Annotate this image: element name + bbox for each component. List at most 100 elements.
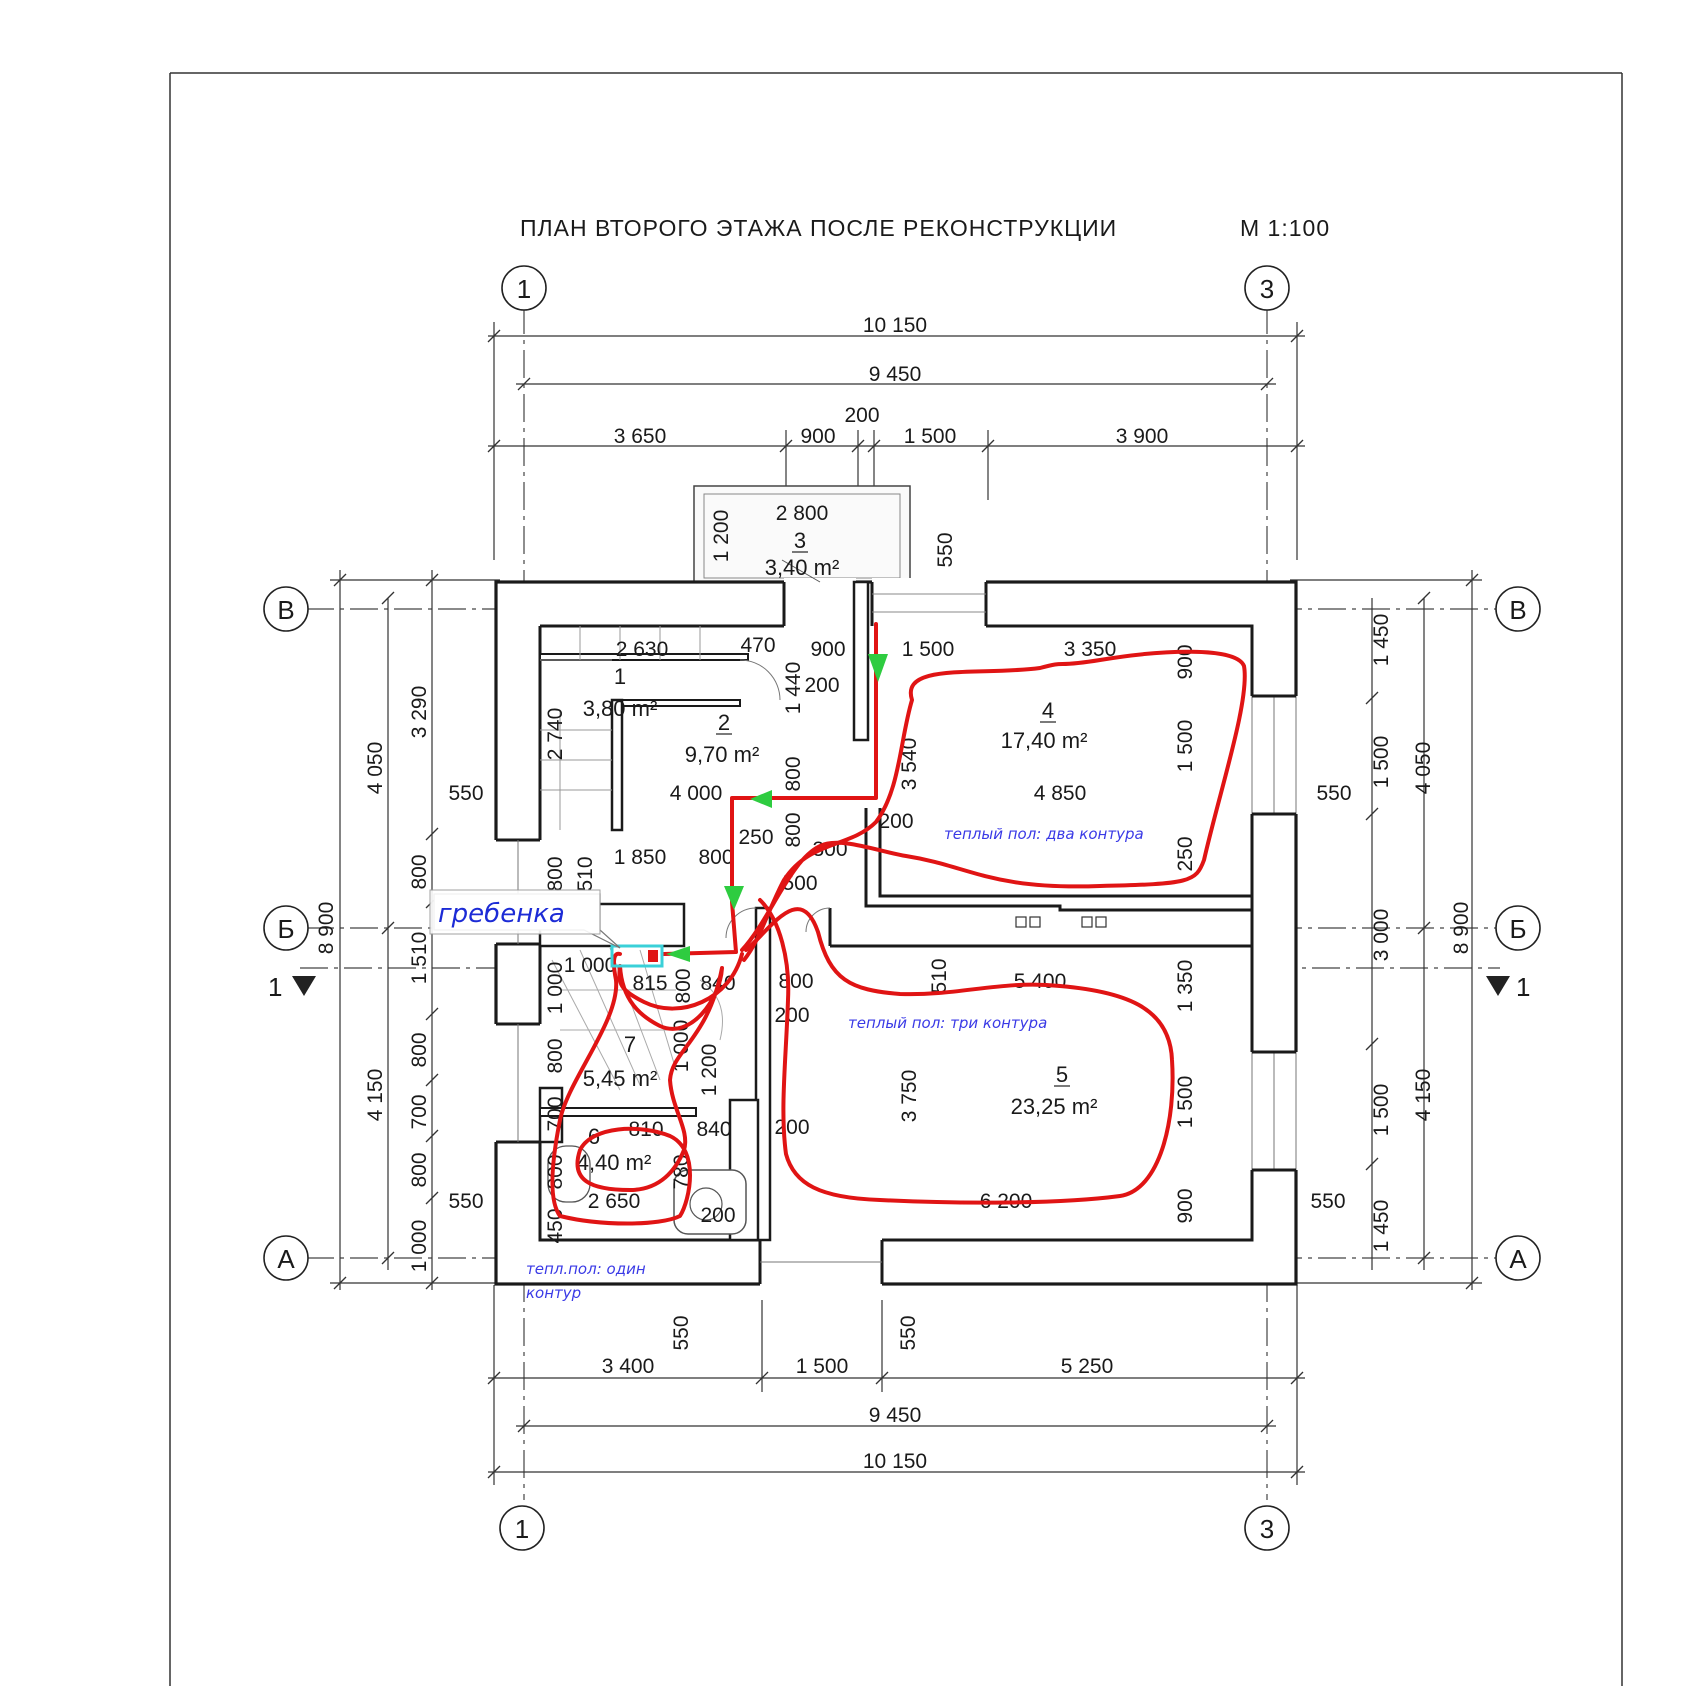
svg-text:800: 800 (544, 856, 567, 891)
svg-text:1 500: 1 500 (1174, 1076, 1197, 1129)
room-labels: 3 3,40 m² 1 3,80 m² 2 9,70 m² 4 17,40 m²… (577, 528, 1098, 1175)
svg-text:5 400: 5 400 (1014, 970, 1067, 993)
axis-1-top: 1 (517, 274, 531, 304)
svg-text:800: 800 (544, 1154, 567, 1189)
balcony (693, 485, 911, 587)
room-4-area: 17,40 m² (1001, 728, 1088, 753)
room-1-number: 1 (614, 664, 626, 689)
svg-text:800: 800 (782, 812, 805, 847)
dim-left-d3: 3 290 (408, 686, 431, 739)
svg-text:1 350: 1 350 (1174, 960, 1197, 1013)
svg-text:470: 470 (740, 634, 775, 657)
dim-top-seg2: 900 (800, 425, 835, 448)
dim-left-d9: 1 000 (408, 1220, 431, 1273)
axis-3-top: 3 (1260, 274, 1274, 304)
left-dimensions: 8 900 4 050 4 150 3 290 800 1 510 800 70… (315, 570, 500, 1290)
room-2-area: 9,70 m² (685, 742, 760, 767)
room-3-area: 3,40 m² (765, 555, 840, 580)
axis-1-bottom: 1 (515, 1514, 529, 1544)
axis-b-left: Б (277, 914, 294, 944)
dim-bottom-seg2: 1 500 (796, 1355, 849, 1378)
svg-text:3 540: 3 540 (898, 738, 921, 791)
svg-text:450: 450 (544, 1208, 567, 1243)
svg-text:4 850: 4 850 (1034, 782, 1087, 805)
dim-top-small: 200 (844, 404, 879, 427)
note-bath-heating-line1: тепл.пол: один (526, 1260, 646, 1278)
svg-text:800: 800 (544, 1038, 567, 1073)
dim-bottom-stub1: 550 (670, 1315, 693, 1350)
svg-text:900: 900 (810, 638, 845, 661)
svg-text:840: 840 (696, 1118, 731, 1141)
dim-top-seg1: 3 650 (614, 425, 667, 448)
arrow-left-manifold (666, 946, 690, 962)
room-3-number: 3 (794, 528, 806, 553)
dim-left-d11: 550 (448, 1190, 483, 1213)
dim-left-d8: 800 (408, 1152, 431, 1187)
note-room5-heating: теплый пол: три контура (848, 1014, 1047, 1032)
dim-top-axes: 9 450 (869, 363, 922, 386)
pipe-loop-bath (550, 951, 744, 1226)
svg-text:900: 900 (1174, 644, 1197, 679)
dim-right-d2: 4 150 (1412, 1069, 1435, 1122)
dim-right-d1: 4 050 (1412, 742, 1435, 795)
svg-text:250: 250 (1174, 836, 1197, 871)
axis-bubbles: 1 3 1 3 В Б А В Б А 1 1 (263, 265, 1541, 1551)
dim-bottom-stub2: 550 (897, 1315, 920, 1350)
svg-text:815: 815 (632, 972, 667, 995)
svg-text:2 630: 2 630 (616, 638, 669, 661)
axis-a-left: А (277, 1244, 295, 1274)
svg-text:200: 200 (774, 1116, 809, 1139)
svg-text:1 850: 1 850 (614, 846, 667, 869)
inner-dimensions: 2 800 1 200 550 2 630 470 900 2 740 1 44… (544, 502, 1197, 1244)
note-room4-heating: теплый пол: два контура (944, 825, 1144, 843)
svg-text:800: 800 (698, 846, 733, 869)
room-6-area: 4,40 m² (577, 1150, 652, 1175)
pipe-loop-room5 (744, 898, 1175, 1205)
dim-top-seg3: 1 500 (904, 425, 957, 448)
svg-text:2 650: 2 650 (588, 1190, 641, 1213)
note-bath-heating-line2: контур (526, 1284, 581, 1302)
sheet-frame (169, 72, 1623, 1686)
pipe-loop-room4 (740, 649, 1247, 962)
room-5-area: 23,25 m² (1011, 1094, 1098, 1119)
axis-b-right: Б (1509, 914, 1526, 944)
svg-text:250: 250 (738, 826, 773, 849)
section-mark-left: 1 (268, 972, 282, 1002)
bottom-dimensions: 3 400 1 500 5 250 9 450 10 150 550 550 (487, 1285, 1305, 1485)
room-4-number: 4 (1042, 698, 1054, 723)
flow-arrows (666, 654, 888, 962)
arrow-left-hall (750, 790, 772, 808)
svg-text:4 000: 4 000 (670, 782, 723, 805)
dim-left-d10: 550 (448, 782, 483, 805)
svg-text:800: 800 (782, 756, 805, 791)
pipe-supply (662, 622, 878, 956)
manifold-label: гребенка (438, 899, 565, 929)
drawing-title: ПЛАН ВТОРОГО ЭТАЖА ПОСЛЕ РЕКОНСТРУКЦИИ (520, 215, 1117, 241)
axis-a-right: А (1509, 1244, 1527, 1274)
dim-bottom-seg1: 3 400 (602, 1355, 655, 1378)
svg-text:1 200: 1 200 (710, 510, 733, 563)
axis-v-right: В (1509, 595, 1526, 625)
dim-bottom-axes: 9 450 (869, 1404, 922, 1427)
svg-text:510: 510 (574, 856, 597, 891)
right-dimensions: 1 450 1 500 3 000 1 500 1 450 4 050 4 15… (1290, 570, 1482, 1290)
svg-text:200: 200 (774, 1004, 809, 1027)
dim-right-d9: 550 (1310, 1190, 1345, 1213)
svg-text:2 740: 2 740 (544, 708, 567, 761)
svg-text:3 350: 3 350 (1064, 638, 1117, 661)
top-dimensions: 10 150 9 450 200 3 650 900 1 500 3 900 (487, 314, 1305, 560)
room-5-number: 5 (1056, 1062, 1068, 1087)
dim-left-d1: 4 050 (364, 742, 387, 795)
svg-text:800: 800 (672, 968, 695, 1003)
dim-right-d5: 3 000 (1370, 909, 1393, 962)
dim-left-d6: 800 (408, 1032, 431, 1067)
svg-text:1 000: 1 000 (544, 962, 567, 1015)
dim-right-overall: 8 900 (1450, 902, 1473, 955)
dim-left-d5: 1 510 (408, 932, 431, 985)
dim-right-d4: 1 500 (1370, 736, 1393, 789)
svg-text:1 500: 1 500 (1174, 720, 1197, 773)
svg-text:1 440: 1 440 (782, 662, 805, 715)
room-2-number: 2 (718, 710, 730, 735)
arrow-down-hall (724, 886, 744, 910)
svg-text:3 750: 3 750 (898, 1070, 921, 1123)
